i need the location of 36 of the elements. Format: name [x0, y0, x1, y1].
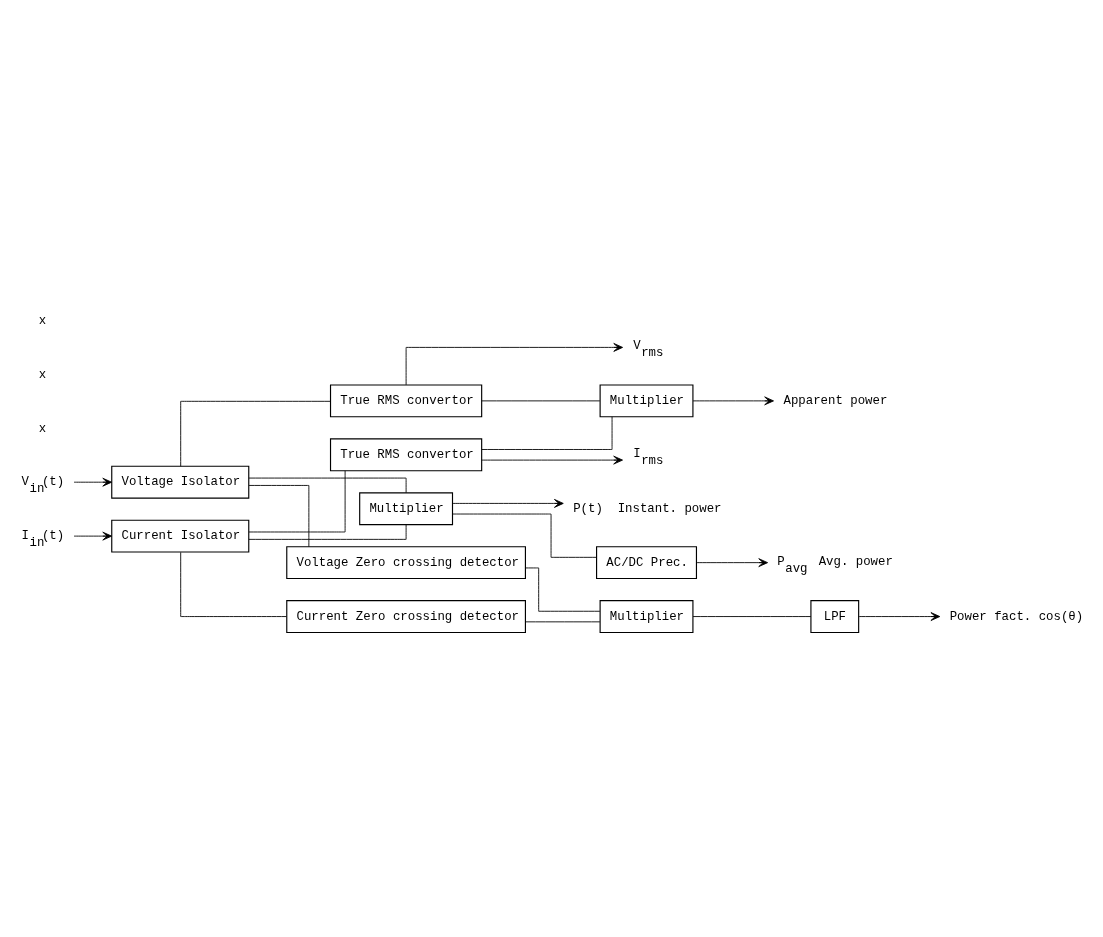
node-box: True RMS convertor — [329, 438, 483, 472]
arrow — [858, 612, 941, 621]
label: x — [38, 313, 47, 328]
node-box: Multiplier — [599, 600, 694, 634]
connector — [481, 416, 613, 450]
node-box: Current Zero crossing detector — [286, 600, 526, 634]
arrow — [696, 558, 769, 568]
connector — [180, 551, 287, 617]
node-box: Voltage Zero crossing detector — [286, 546, 526, 580]
arrow — [452, 499, 564, 508]
connector — [481, 400, 601, 402]
connector — [248, 470, 346, 533]
node-box: Voltage Isolator — [111, 465, 250, 499]
node-text: Apparent power — [783, 394, 888, 409]
arrow — [73, 477, 113, 487]
node-box: Current Isolator — [111, 519, 250, 553]
node-box: LPF — [810, 600, 860, 634]
connector — [525, 621, 601, 623]
arrow — [481, 455, 623, 465]
node-box: Multiplier — [359, 492, 454, 526]
connector — [248, 477, 407, 494]
connector — [692, 616, 812, 617]
label: x — [38, 421, 47, 436]
connector — [180, 400, 331, 467]
arrow — [692, 396, 774, 406]
node-text: Power fact. cos(θ) — [949, 609, 1084, 624]
arrow — [73, 531, 113, 541]
connector — [452, 513, 597, 558]
node-box: True RMS convertor — [329, 384, 483, 418]
connector — [248, 485, 310, 548]
node-box: AC/DC Prec. — [596, 546, 698, 580]
label: x — [38, 367, 47, 382]
arrow — [405, 343, 624, 386]
node-text: P(t) Instant. power — [573, 501, 722, 516]
node-box: Multiplier — [599, 384, 694, 418]
connector — [248, 524, 407, 540]
